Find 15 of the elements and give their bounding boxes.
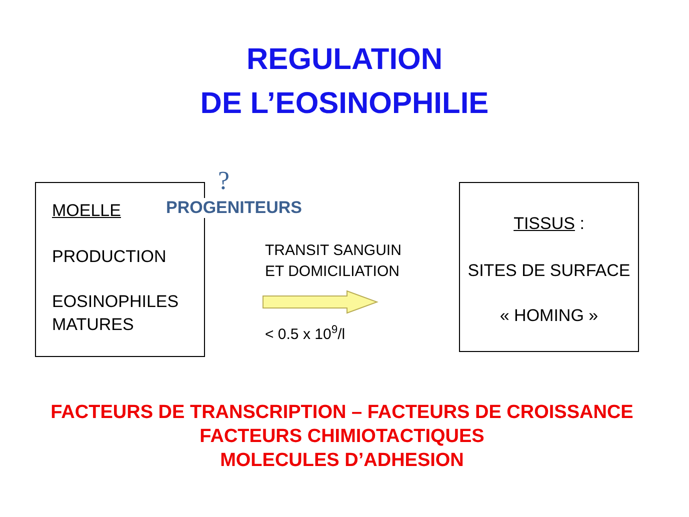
description-text: PRODUCTION (52, 246, 168, 268)
description-text: EOSINOPHILES MATURES (52, 291, 180, 336)
section-heading: TISSUS : (512, 213, 586, 235)
question-mark-text: ? (218, 166, 230, 196)
outlined-panel (459, 182, 639, 352)
description-text: SITES DE SURFACE (466, 260, 632, 282)
factor-text: FACTEURS CHIMIOTACTIQUES (198, 425, 486, 449)
description-text: « HOMING » (498, 305, 600, 327)
title-text: REGULATION DE L’EOSINOPHILIE (199, 42, 490, 122)
value-text: < 0.5 x 10$^{9}$/l (265, 325, 346, 345)
block-arrow (262, 290, 378, 314)
annotation-text: PROGENITEURS (166, 198, 302, 218)
annotation-text: TRANSIT SANGUIN ET DOMICILIATION (265, 241, 402, 282)
factor-text: FACTEURS DE TRANSCRIPTION – FACTEURS DE CROISSANCE (50, 401, 634, 425)
factor-text: MOLECULES D’ADHESION (219, 449, 465, 473)
